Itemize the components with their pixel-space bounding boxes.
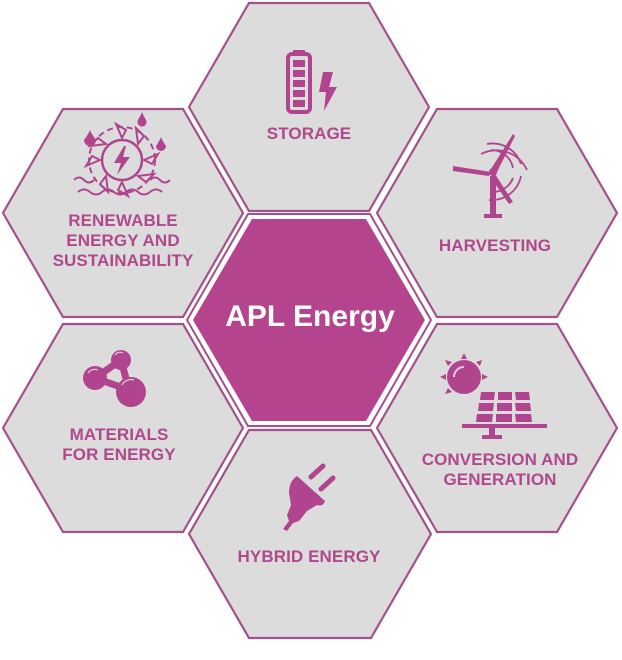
label-line: HARVESTING bbox=[438, 236, 552, 255]
power-plug-icon bbox=[283, 463, 336, 531]
label-line: FOR ENERGY bbox=[62, 445, 176, 464]
node-label-harvesting: HARVESTING bbox=[395, 236, 595, 256]
sun-water-lightning-icon bbox=[73, 112, 171, 199]
hex-renewable bbox=[1, 107, 245, 319]
hex-harvesting bbox=[375, 107, 619, 319]
hex-hybrid bbox=[187, 428, 433, 640]
center-title: APL Energy bbox=[225, 300, 395, 333]
label-line: RENEWABLE bbox=[68, 211, 178, 230]
node-label-materials: MATERIALS FOR ENERGY bbox=[19, 425, 219, 465]
label-line: HYBRID ENERGY bbox=[237, 547, 381, 566]
label-line: MATERIALS bbox=[69, 425, 169, 444]
node-label-storage: STORAGE bbox=[209, 124, 409, 144]
label-line: STORAGE bbox=[266, 124, 352, 143]
solar-panel-sun-icon bbox=[440, 353, 547, 439]
label-line: SUSTAINABILITY bbox=[52, 251, 194, 270]
battery-lightning-icon bbox=[286, 50, 337, 114]
molecule-icon bbox=[83, 350, 146, 407]
hex-materials bbox=[1, 322, 245, 534]
label-line: GENERATION bbox=[443, 470, 557, 489]
label-line: CONVERSION AND bbox=[421, 450, 579, 469]
node-label-renewable: RENEWABLE ENERGY AND SUSTAINABILITY bbox=[23, 211, 223, 271]
wind-turbine-icon bbox=[453, 134, 528, 218]
label-line: ENERGY AND bbox=[66, 231, 180, 250]
node-label-hybrid: HYBRID ENERGY bbox=[209, 547, 409, 567]
node-label-conversion: CONVERSION AND GENERATION bbox=[385, 450, 615, 490]
hex-center bbox=[193, 219, 425, 421]
